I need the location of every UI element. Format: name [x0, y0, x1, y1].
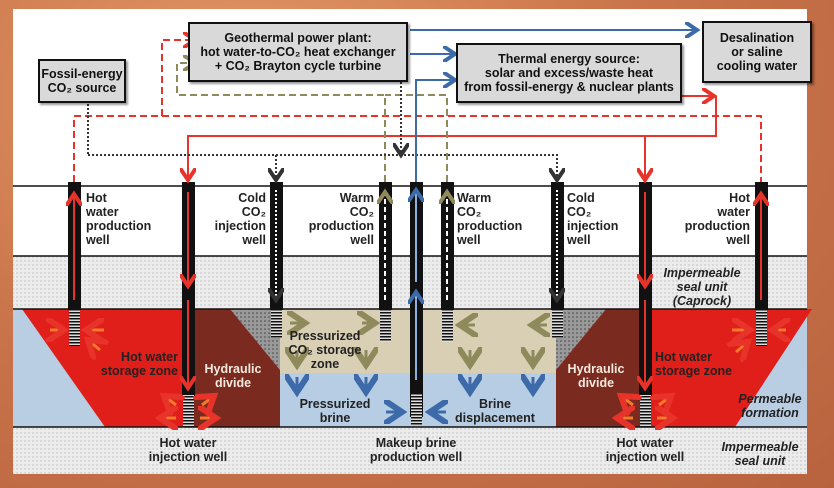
desalination-box: Desalination or saline cooling water: [702, 21, 812, 83]
box-line: hot water-to-CO₂ heat exchanger: [200, 45, 396, 59]
box-line: CO₂ source: [47, 81, 117, 95]
divide-left-mixing: [230, 309, 280, 370]
box-line: solar and excess/waste heat: [484, 66, 654, 80]
box-line: + CO₂ Brayton cycle turbine: [214, 59, 382, 73]
box-line: Thermal energy source:: [498, 52, 640, 66]
well-hot-inj-right: [639, 182, 652, 399]
box-line: or saline: [731, 45, 783, 59]
divide-right-mixing: [556, 309, 606, 370]
fossil-co2-source-box: Fossil-energy CO₂ source: [38, 59, 126, 103]
box-line: cooling water: [716, 59, 798, 73]
box-line: Geothermal power plant:: [224, 31, 372, 45]
well-warm-prod-left: [379, 182, 392, 310]
box-line: Fossil-energy: [41, 67, 123, 81]
thermal-energy-box: Thermal energy source: solar and excess/…: [456, 43, 682, 103]
geothermal-plant-box: Geothermal power plant: hot water-to-CO₂…: [188, 22, 408, 82]
bottom-seal-layer: [13, 427, 807, 474]
well-hot-inj-left: [182, 182, 195, 399]
box-line: from fossil-energy & nuclear plants: [464, 80, 674, 94]
well-warm-prod-right: [441, 182, 454, 310]
box-line: Desalination: [719, 31, 795, 45]
